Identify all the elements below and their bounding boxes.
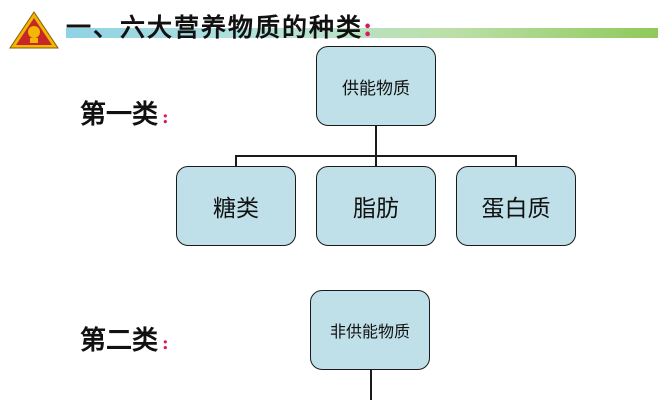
category-2-label-colon: : [162,333,169,354]
connector-branch-sugar [235,155,237,167]
logo-icon [9,11,59,49]
node-sugar: 糖类 [176,166,296,246]
category-2-label-text: 第二类 [80,326,159,356]
node-protein: 蛋白质 [456,166,576,246]
category-2-label: 第二类: [80,320,169,357]
node-fat-label: 脂肪 [353,196,399,222]
connector-branch-fat [375,155,377,167]
category-1-label-colon: : [162,107,169,128]
title-underline-band [66,28,658,38]
node-sugar-label: 糖类 [213,196,259,222]
connector-branch-protein [515,155,517,167]
node-non-energy-substances-label: 非供能物质 [329,322,410,341]
connector-category-2-trunk [370,370,372,400]
node-fat: 脂肪 [316,166,436,246]
category-1-label: 第一类: [80,94,169,131]
page-title: 一、六大营养物质的种类: [66,8,374,44]
category-1-label-text: 第一类 [80,100,159,130]
page-title-text: 一、六大营养物质的种类 [66,13,364,42]
node-non-energy-substances: 非供能物质 [310,290,430,370]
node-energy-substances-label: 供能物质 [342,78,410,99]
page-title-colon: : [363,13,375,42]
node-energy-substances: 供能物质 [316,46,436,126]
node-protein-label: 蛋白质 [481,196,551,222]
connector-root-trunk [375,126,377,156]
